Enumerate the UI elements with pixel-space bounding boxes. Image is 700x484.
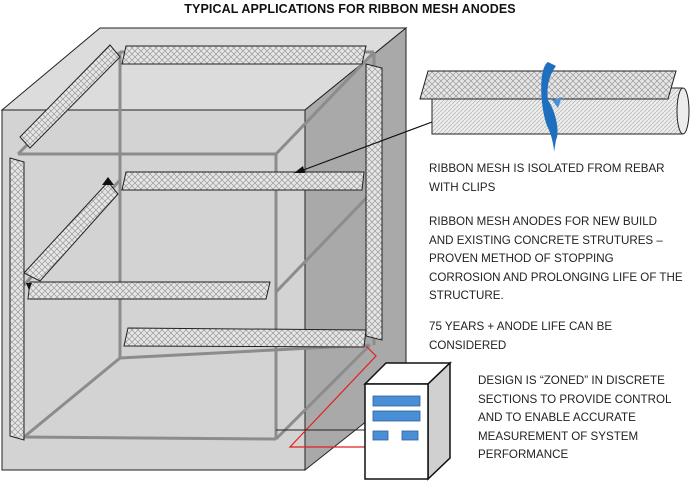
panel-display-bar <box>372 395 421 407</box>
text-line: DESIGN IS “ZONED” IN DISCRETE <box>478 374 665 387</box>
text-line: AND TO ENABLE ACCURATE <box>478 411 636 425</box>
text-line: RIBBON MESH ANODES FOR NEW BUILD <box>429 215 658 228</box>
control-unit-icon <box>363 361 452 481</box>
annotation-zoned: DESIGN IS “ZONED” IN DISCRETE SECTIONS T… <box>478 372 700 465</box>
text-line: AND EXISTING CONCRETE STRUTURES – <box>429 233 663 247</box>
rebar-detail-icon <box>419 62 690 152</box>
ribbon-strip <box>121 171 365 191</box>
text-line: SECTIONS TO PROVIDE CONTROL <box>478 392 672 406</box>
annotation-life: 75 YEARS + ANODE LIFE CAN BE CONSIDERED <box>429 318 699 355</box>
red-wire <box>288 345 377 448</box>
panel-button <box>372 430 389 441</box>
text-line: PROVEN METHOD OF STOPPING <box>429 252 614 266</box>
ribbon-strip <box>27 281 271 300</box>
pointer-line <box>297 121 433 173</box>
ribbon-strip <box>19 44 121 149</box>
panel-display-bar <box>372 410 421 422</box>
text-line: PERFORMANCE <box>478 448 569 462</box>
text-line: CORROSION AND PROLONGING LIFE OF THE <box>429 270 683 284</box>
text-line: 75 YEARS + ANODE LIFE CAN BE <box>429 320 613 333</box>
text-line: RIBBON MESH IS ISOLATED FROM REBAR <box>429 162 665 175</box>
text-line: STRUCTURE. <box>429 289 504 303</box>
text-line: CONSIDERED <box>429 338 507 352</box>
annotation-benefits: RIBBON MESH ANODES FOR NEW BUILD AND EXI… <box>429 213 699 306</box>
connection-wires <box>276 345 377 448</box>
ribbon-strip <box>365 63 383 341</box>
annotation-isolated: RIBBON MESH IS ISOLATED FROM REBAR WITH … <box>429 160 699 197</box>
clip-tab <box>552 97 562 108</box>
clip-icon <box>541 62 558 152</box>
ribbon-strip <box>123 327 367 348</box>
panel-button <box>401 430 419 441</box>
clip-marker <box>102 177 114 185</box>
ribbon-strip <box>121 45 367 65</box>
ribbon-strip <box>23 181 119 282</box>
text-line: MEASUREMENT OF SYSTEM <box>478 429 639 443</box>
clip-marker <box>26 283 32 290</box>
diagram-title: TYPICAL APPLICATIONS FOR RIBBON MESH ANO… <box>184 2 516 16</box>
text-line: WITH CLIPS <box>429 180 496 194</box>
rebar-rod-end <box>676 87 690 135</box>
arrowhead <box>294 166 305 173</box>
ribbon-mesh-strips <box>9 44 383 441</box>
ribbon-strip <box>9 157 25 441</box>
control-unit-side <box>427 361 451 481</box>
